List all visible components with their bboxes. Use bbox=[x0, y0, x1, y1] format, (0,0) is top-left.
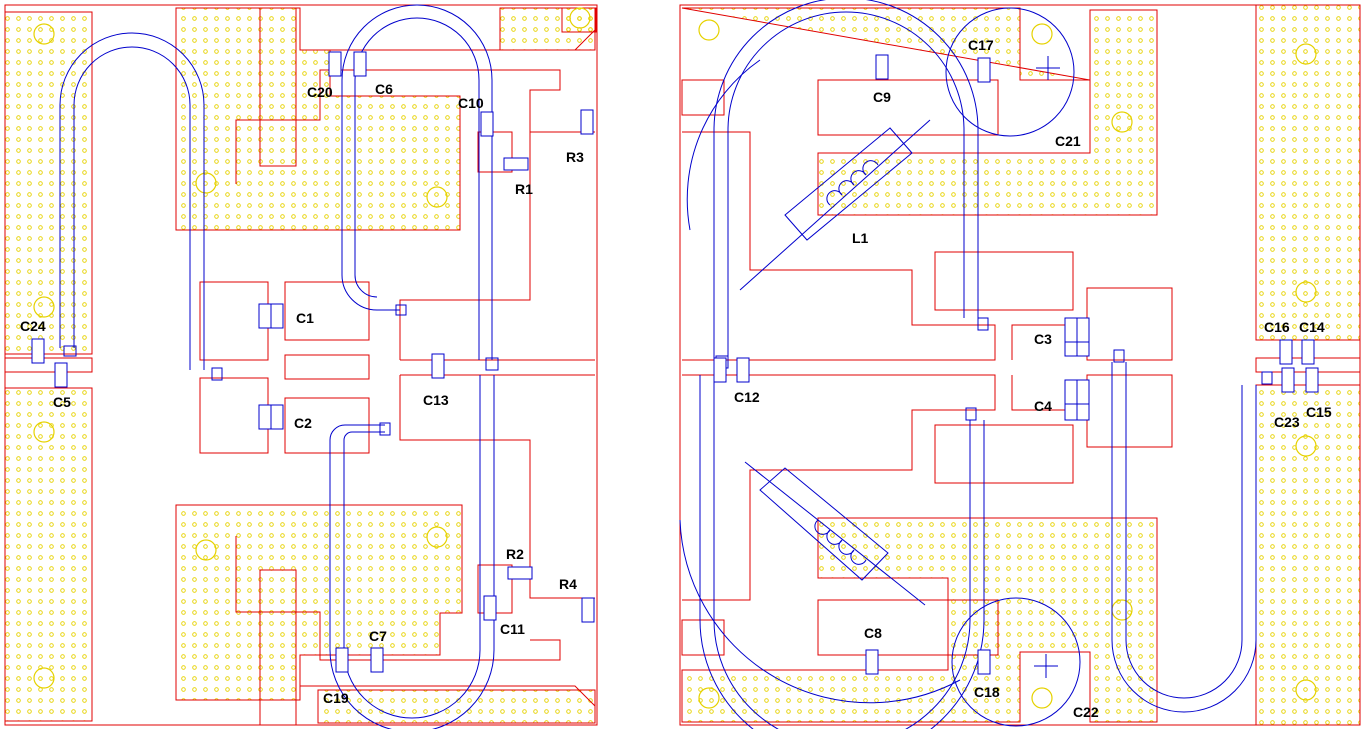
label-c6: C6 bbox=[375, 81, 393, 97]
label-c23: C23 bbox=[1274, 414, 1300, 430]
coax-r-right-u-inner bbox=[1125, 362, 1243, 699]
trace-top-loop bbox=[300, 29, 596, 51]
slot-top bbox=[259, 7, 297, 167]
left-board bbox=[4, 4, 598, 729]
coax-r-outer-top bbox=[713, 0, 979, 358]
slot-bottom bbox=[259, 569, 297, 726]
coax-r-outer-big bbox=[679, 519, 961, 704]
label-r1: R1 bbox=[515, 181, 533, 197]
coax-end-3 bbox=[485, 357, 499, 371]
trace-r-top-main bbox=[682, 131, 996, 361]
coax-c2-end bbox=[329, 424, 385, 445]
pad-r1 bbox=[477, 131, 513, 173]
c21-circle bbox=[945, 7, 1075, 137]
label-c7: C7 bbox=[369, 628, 387, 644]
slot-r-bottom bbox=[817, 599, 999, 656]
label-c4: C4 bbox=[1034, 398, 1052, 414]
right-ground-pours bbox=[681, 4, 1361, 726]
label-c13: C13 bbox=[423, 392, 449, 408]
label-c17: C17 bbox=[968, 37, 994, 53]
coax-bottom-loop bbox=[329, 375, 495, 729]
label-c15: C15 bbox=[1306, 404, 1332, 420]
pour-top-center bbox=[175, 7, 461, 231]
trace-r-c3-stub bbox=[1011, 324, 1073, 360]
coax-center-loop bbox=[341, 4, 493, 360]
pour-bottom-right bbox=[317, 689, 596, 724]
label-c22: C22 bbox=[1073, 704, 1099, 720]
pour-right-edge-top bbox=[1255, 4, 1361, 341]
capacitor-circles bbox=[945, 7, 1081, 727]
label-c21: C21 bbox=[1055, 133, 1081, 149]
left-ground-pours bbox=[4, 7, 597, 724]
label-c18: C18 bbox=[974, 684, 1000, 700]
pad-c4-right bbox=[1086, 374, 1173, 448]
coax-left-loop bbox=[59, 32, 205, 370]
label-r4: R4 bbox=[559, 576, 577, 592]
pour-right-edge-bottom bbox=[1255, 384, 1361, 726]
right-copper bbox=[681, 79, 1361, 656]
coax-end-1 bbox=[63, 345, 77, 357]
right-smd bbox=[713, 54, 1319, 675]
label-c5: C5 bbox=[53, 394, 71, 410]
label-c16: C16 bbox=[1264, 319, 1290, 335]
trace-bottom-feed bbox=[235, 536, 561, 661]
pad-r-left-bottom bbox=[681, 619, 725, 656]
coax-end-4 bbox=[395, 304, 407, 316]
pad-c3-left bbox=[934, 251, 1074, 311]
slot-r-top bbox=[817, 79, 999, 136]
label-c20: C20 bbox=[307, 84, 333, 100]
label-c9: C9 bbox=[873, 89, 891, 105]
label-c10: C10 bbox=[458, 95, 484, 111]
label-l1: L1 bbox=[852, 230, 869, 246]
coax-bottom-loop-inner bbox=[343, 375, 481, 719]
coax-r-outer-bottom bbox=[699, 375, 985, 729]
pad-r-left-top bbox=[681, 79, 725, 116]
label-r2: R2 bbox=[506, 546, 524, 562]
trace-r-c4-stub bbox=[1011, 375, 1073, 411]
coax-r-inner-bottom bbox=[713, 375, 971, 729]
label-c24: C24 bbox=[20, 318, 46, 334]
coax-r-outer-big-top bbox=[686, 59, 761, 231]
pad-c4-left bbox=[934, 424, 1074, 484]
pad-c1-right bbox=[284, 281, 370, 341]
right-plating-circles bbox=[698, 19, 1317, 709]
c22-circle bbox=[951, 597, 1081, 727]
right-coax bbox=[679, 0, 1273, 729]
coax-r-inner-top bbox=[727, 11, 965, 358]
trace-top-feed bbox=[235, 69, 595, 184]
label-c12: C12 bbox=[734, 389, 760, 405]
coax-c1-end bbox=[341, 274, 400, 311]
right-board bbox=[679, 0, 1361, 729]
pad-c3-right bbox=[1086, 287, 1173, 361]
trace-bottom-loop bbox=[300, 685, 596, 707]
label-c11: C11 bbox=[500, 621, 525, 637]
label-c19: C19 bbox=[323, 690, 349, 706]
label-c14: C14 bbox=[1299, 319, 1325, 335]
label-r3: R3 bbox=[566, 149, 584, 165]
label-c2: C2 bbox=[294, 415, 312, 431]
pour-right-top bbox=[681, 7, 1158, 216]
coax-left-loop-inner bbox=[73, 46, 191, 370]
pad-c1-left bbox=[199, 281, 269, 361]
pour-right-bottom bbox=[681, 517, 1158, 723]
pad-left-center bbox=[4, 357, 93, 373]
coax-end-5 bbox=[379, 422, 391, 436]
inductor-l1 bbox=[739, 119, 931, 606]
label-c8: C8 bbox=[864, 625, 882, 641]
trace-r-bottom-main bbox=[682, 374, 996, 601]
pour-left-top-strip bbox=[4, 11, 93, 355]
coax-end-2 bbox=[211, 367, 223, 381]
left-plating-circles bbox=[33, 7, 591, 689]
label-c3: C3 bbox=[1034, 331, 1052, 347]
pour-bottom-center bbox=[175, 504, 463, 701]
pad-c2-left bbox=[199, 377, 269, 454]
label-c1: C1 bbox=[296, 310, 314, 326]
left-smd bbox=[31, 51, 595, 673]
pad-middle bbox=[284, 354, 370, 380]
pour-left-bottom-strip bbox=[4, 387, 93, 722]
component-labels: C24 C5 C20 C6 C10 R3 R1 C1 C13 C2 R2 R4 … bbox=[20, 37, 1332, 720]
coax-r-right-u bbox=[1111, 362, 1257, 713]
